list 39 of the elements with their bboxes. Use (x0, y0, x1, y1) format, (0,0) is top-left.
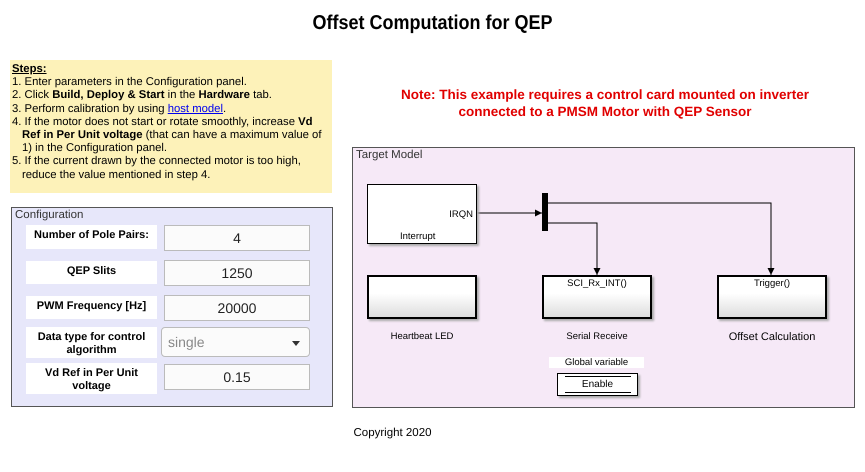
note-text: Note: This example requires a control card mounted on inverter connected to a PMSM Motor with QEP Sensor (400, 86, 810, 120)
block-name: Serial Receive (565, 331, 629, 342)
block-name: Interrupt (400, 231, 436, 242)
step-text: 4. If the motor does not start or rotate smoothly, increase Vd Ref in Per Unit voltage (that can have a maximum value of 1) in the Configuration panel. (12, 116, 322, 156)
block-name: Offset Calculation (728, 331, 816, 343)
copyright-text: Copyright 2020 (352, 427, 432, 439)
field-label: QEP Slits (26, 261, 157, 284)
model-area (352, 147, 855, 408)
input-field: 1250 (164, 260, 310, 286)
field-label: Vd Ref in Per Unit voltage (26, 363, 157, 394)
block-caption: Global variable (549, 357, 644, 368)
arrow (548, 222, 600, 276)
field-label: Data type for control algorithm (26, 327, 157, 358)
trigger-label: Trigger() (752, 278, 792, 289)
field-label: PWM Frequency [Hz] (26, 296, 157, 319)
mux-bar (542, 193, 548, 231)
input-field: 4 (164, 225, 310, 251)
enable-block: Enable (557, 373, 638, 396)
input-field: 20000 (164, 295, 310, 321)
panel-title: Configuration (15, 209, 84, 221)
text-link: host model (168, 102, 223, 115)
step-text: 3. Perform calibration by using host model. (12, 102, 228, 116)
panel-title: Target Model (356, 149, 422, 161)
arrow (548, 202, 774, 276)
step-text: 1. Enter parameters in the Configuration panel. (12, 76, 248, 90)
input-field: 0.15 (164, 364, 310, 390)
step-text: 2. Click Build, Deploy & Start in the Hardware tab. (12, 89, 273, 103)
configuration-panel (11, 207, 333, 407)
step-text: 5. If the current drawn by the connected motor is too high, reduce the value mentioned in step 4. (12, 155, 302, 182)
interrupt-block (367, 184, 477, 244)
note-card (10, 60, 332, 193)
trigger-label: SCI_Rx_INT() (566, 278, 628, 289)
steps-heading: Steps: (12, 63, 48, 76)
port-label: IRQN (449, 209, 473, 220)
field-label: Number of Pole Pairs: (26, 225, 157, 249)
block-name: Heartbeat LED (390, 331, 454, 342)
dropdown: single (161, 327, 310, 357)
diagram-title: Offset Computation for QEP (312, 12, 554, 35)
arrow (476, 210, 542, 216)
